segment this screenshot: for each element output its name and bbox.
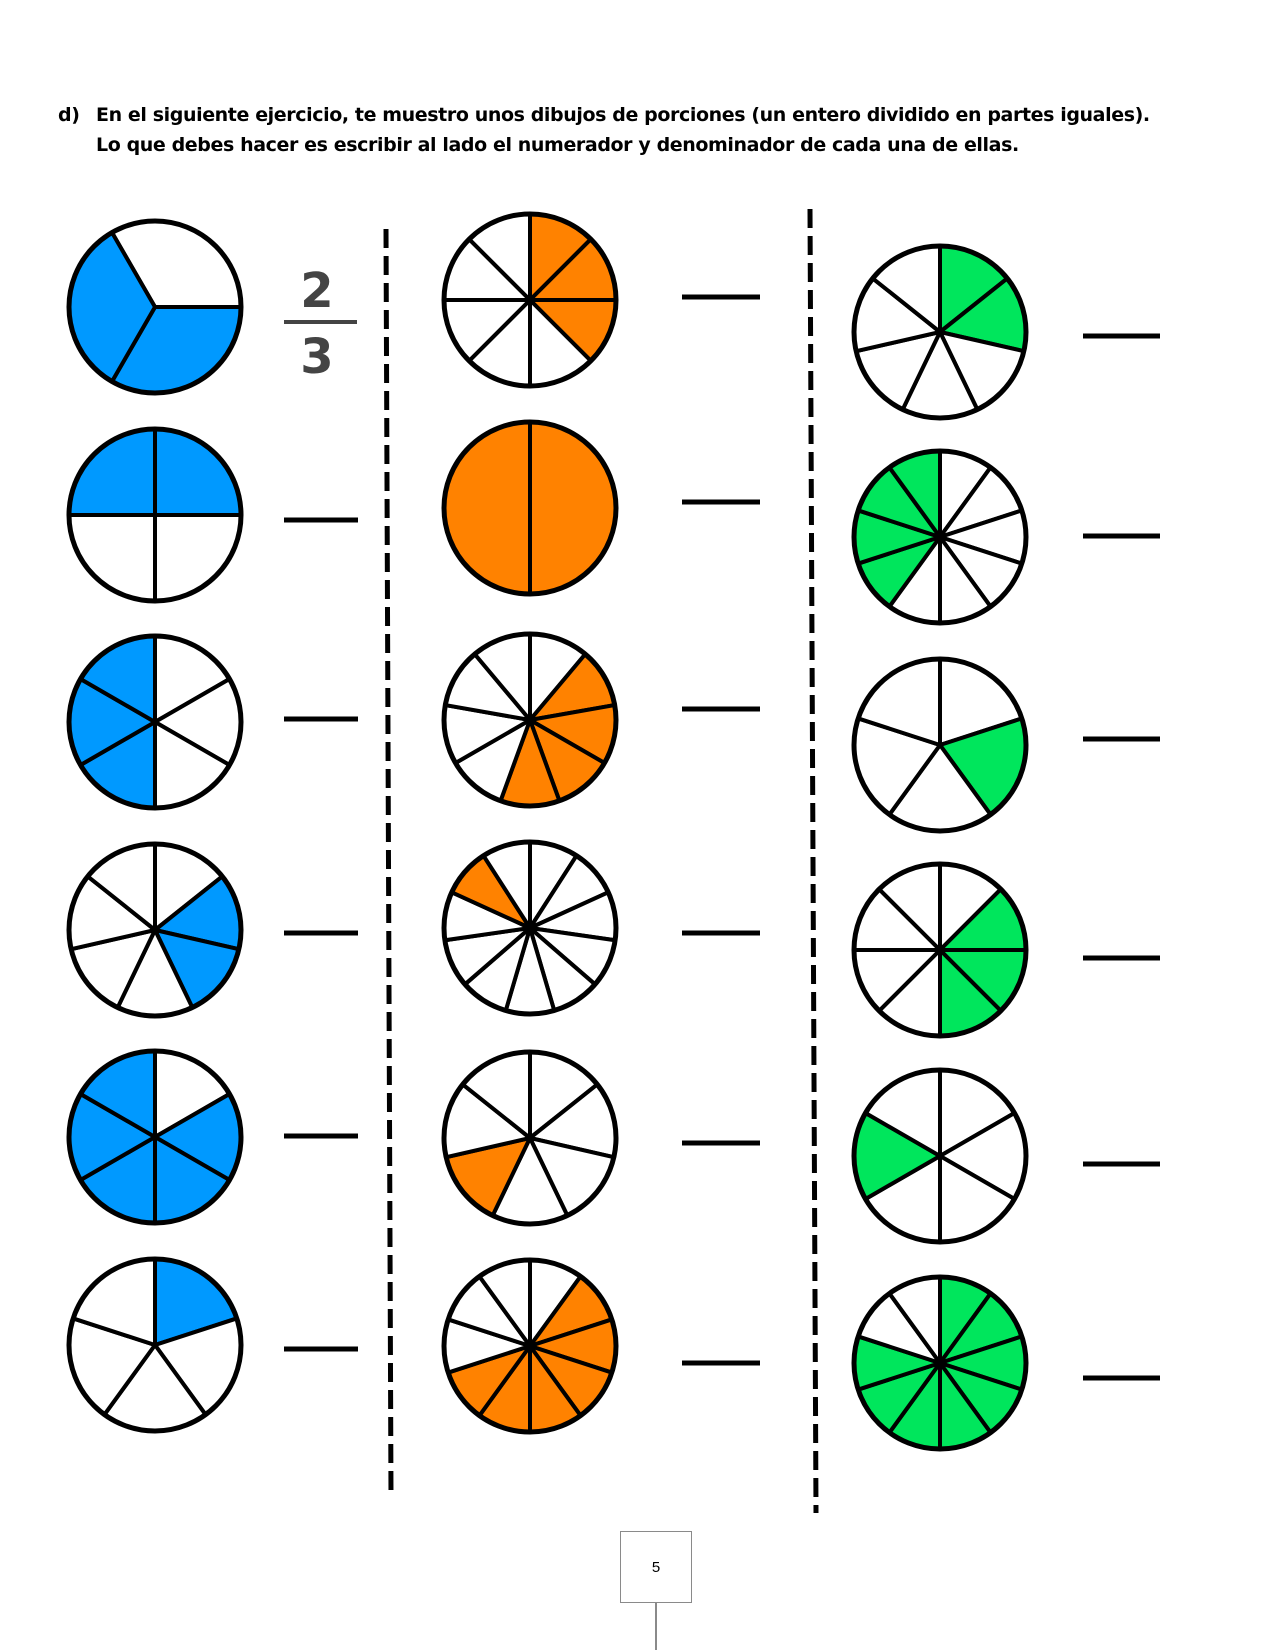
fraction-circle — [66, 218, 244, 396]
fraction-circle — [441, 839, 619, 1017]
fraction-circle — [851, 448, 1029, 626]
circle-outline — [66, 633, 244, 811]
circle-outline — [851, 1274, 1029, 1452]
page-number-stem — [655, 1603, 657, 1650]
page-number-box: 5 — [620, 1531, 692, 1603]
fraction-circles — [66, 211, 1029, 1452]
fraction-circle — [441, 1257, 619, 1435]
circle-outline — [851, 861, 1029, 1039]
fraction-circle — [66, 633, 244, 811]
circle-outline — [851, 243, 1029, 421]
fraction-circle — [851, 656, 1029, 834]
fraction-circle — [441, 1049, 619, 1227]
example-numerator: 2 — [300, 263, 333, 319]
page-number: 5 — [651, 1558, 661, 1576]
circle-outline — [66, 426, 244, 604]
circle-outline — [441, 631, 619, 809]
fraction-circle — [441, 211, 619, 389]
circle-outline — [851, 448, 1029, 626]
fraction-circle — [851, 861, 1029, 1039]
circle-outline — [66, 1048, 244, 1226]
circle-outline — [851, 1067, 1029, 1245]
shaded-slice — [528, 420, 618, 596]
fraction-circle — [851, 1274, 1029, 1452]
exercise-marker: d) — [58, 104, 80, 126]
circle-outline — [851, 656, 1029, 834]
circle-outline — [66, 218, 244, 396]
example-denominator: 3 — [300, 329, 333, 385]
fraction-circle — [851, 243, 1029, 421]
fraction-circle — [66, 1256, 244, 1434]
fraction-circle — [66, 426, 244, 604]
column-divider-right — [807, 208, 819, 1514]
circle-outline — [441, 1049, 619, 1227]
fraction-circle — [441, 631, 619, 809]
circle-outline — [441, 211, 619, 389]
circle-outline — [441, 839, 619, 1017]
exercise-instructions: d) En el siguiente ejercicio, te muestro… — [58, 100, 1178, 160]
example-fraction: 2 3 — [284, 263, 357, 385]
fraction-circle — [851, 1067, 1029, 1245]
circle-outline — [441, 419, 619, 597]
fraction-circle — [66, 841, 244, 1019]
column-dividers — [383, 208, 819, 1514]
fraction-circle — [441, 419, 619, 597]
fraction-circle — [66, 1048, 244, 1226]
circle-outline — [66, 841, 244, 1019]
answer-lines — [284, 294, 1160, 1381]
column-divider-left — [383, 228, 394, 1498]
circle-outline — [66, 1256, 244, 1434]
shaded-slice — [442, 420, 532, 596]
circle-outline — [441, 1257, 619, 1435]
instructions-text: En el siguiente ejercicio, te muestro un… — [96, 104, 1150, 156]
